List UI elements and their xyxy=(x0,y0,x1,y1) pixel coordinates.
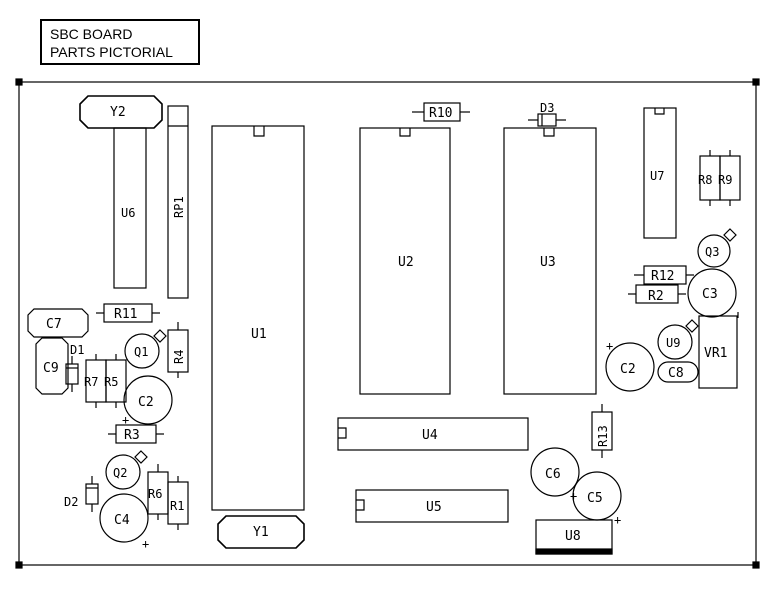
resistor-r6: R6 xyxy=(147,464,169,520)
label-r3: R3 xyxy=(124,428,140,443)
regulator-vr1: VR1 xyxy=(698,312,739,389)
label-u1: U1 xyxy=(251,327,267,342)
title-block: SBC BOARD PARTS PICTORIAL xyxy=(40,19,200,65)
label-r9: R9 xyxy=(718,173,732,187)
capacitor-c8: C8 xyxy=(657,361,699,383)
chip-u6: U6 xyxy=(113,127,147,289)
chip-u4: U4 xyxy=(337,417,529,451)
resistor-r5: R5 xyxy=(104,354,127,408)
chip-u7: U7 xyxy=(643,107,677,239)
label-u6: U6 xyxy=(121,206,135,220)
chip-u5: U5 xyxy=(355,489,509,523)
transistor-q2: Q2 xyxy=(105,450,148,490)
resistor-r10: R10 xyxy=(412,102,470,122)
label-d3: D3 xyxy=(540,101,554,115)
label-c5: C5 xyxy=(587,491,603,506)
chip-u2: U2 xyxy=(359,127,451,395)
capacitor-c2-right: C2 + xyxy=(605,339,655,392)
label-y2: Y2 xyxy=(110,105,126,120)
capacitor-c6: C6 + xyxy=(530,447,580,503)
resistor-pack-rp1: RP1 xyxy=(167,105,189,299)
label-r1: R1 xyxy=(170,499,184,513)
capacitor-c2-left: C2 xyxy=(123,375,173,425)
label-u7: U7 xyxy=(650,169,664,183)
label-r6: R6 xyxy=(148,487,162,501)
label-r5: R5 xyxy=(104,375,118,389)
label-u8: U8 xyxy=(565,529,581,544)
label-y1: Y1 xyxy=(253,525,269,540)
resistor-r7: R7 xyxy=(84,354,107,408)
label-u3: U3 xyxy=(540,255,556,270)
polarity-c2-right: + xyxy=(606,339,613,353)
label-c8: C8 xyxy=(668,366,684,381)
crystal-y2: Y2 xyxy=(79,95,163,129)
regulator-u8: U8 xyxy=(535,519,613,555)
chip-u3: U3 xyxy=(503,127,597,395)
label-c2-left: C2 xyxy=(138,395,154,410)
label-c9: C9 xyxy=(43,361,59,376)
polarity-c5: + xyxy=(614,513,621,527)
resistor-r9: R9 xyxy=(718,150,741,206)
polarity-c4: + xyxy=(142,537,149,551)
polarity-c6: + xyxy=(570,489,577,503)
board-outline xyxy=(18,81,757,566)
label-r13: R13 xyxy=(596,425,610,447)
capacitor-c7: C7 xyxy=(27,308,89,338)
label-q1: Q1 xyxy=(134,345,148,359)
resistor-r2: R2 xyxy=(628,284,686,304)
resistor-r3: R3 + xyxy=(108,413,164,444)
label-u2: U2 xyxy=(398,255,414,270)
capacitor-c9: C9 xyxy=(35,337,69,395)
label-r12: R12 xyxy=(651,269,674,284)
label-c4: C4 xyxy=(114,513,130,528)
label-r7: R7 xyxy=(84,375,98,389)
label-r2: R2 xyxy=(648,289,664,304)
label-r4: R4 xyxy=(172,350,186,364)
resistor-r13: R13 xyxy=(591,404,613,458)
label-r11: R11 xyxy=(114,307,137,322)
resistor-r4: R4 xyxy=(167,322,189,378)
chip-u9: U9 xyxy=(657,319,699,360)
label-rp1: RP1 xyxy=(172,196,186,218)
label-r10: R10 xyxy=(429,106,452,121)
resistor-r12: R12 xyxy=(634,265,694,285)
label-d2: D2 xyxy=(64,495,78,509)
transistor-q3: Q3 xyxy=(697,228,737,268)
label-c2-right: C2 xyxy=(620,362,636,377)
capacitor-c4: C4 + xyxy=(99,493,149,551)
diode-d2: D2 xyxy=(64,476,99,512)
title-line-1: SBC BOARD xyxy=(50,26,133,42)
polarity-c2-left: + xyxy=(122,413,129,427)
transistor-q1: Q1 xyxy=(124,329,167,369)
capacitor-c3: C3 xyxy=(687,268,737,318)
resistor-r8: R8 xyxy=(698,150,721,206)
label-c7: C7 xyxy=(46,317,62,332)
title-line-2: PARTS PICTORIAL xyxy=(50,44,173,60)
diode-d3: D3 xyxy=(528,101,566,127)
resistor-r11: R11 xyxy=(96,303,160,323)
label-q2: Q2 xyxy=(113,466,127,480)
label-u5: U5 xyxy=(426,500,442,515)
crystal-y1: Y1 xyxy=(217,515,305,549)
chip-u1: U1 xyxy=(211,125,305,511)
label-c3: C3 xyxy=(702,287,718,302)
label-vr1: VR1 xyxy=(704,346,727,361)
diode-d1: D1 xyxy=(65,343,84,392)
capacitor-c5: C5 + xyxy=(572,471,622,527)
label-c6: C6 xyxy=(545,467,561,482)
resistor-r1: R1 xyxy=(167,476,189,530)
label-u9: U9 xyxy=(666,336,680,350)
label-u4: U4 xyxy=(422,428,438,443)
label-r8: R8 xyxy=(698,173,712,187)
label-q3: Q3 xyxy=(705,245,719,259)
label-d1: D1 xyxy=(70,343,84,357)
